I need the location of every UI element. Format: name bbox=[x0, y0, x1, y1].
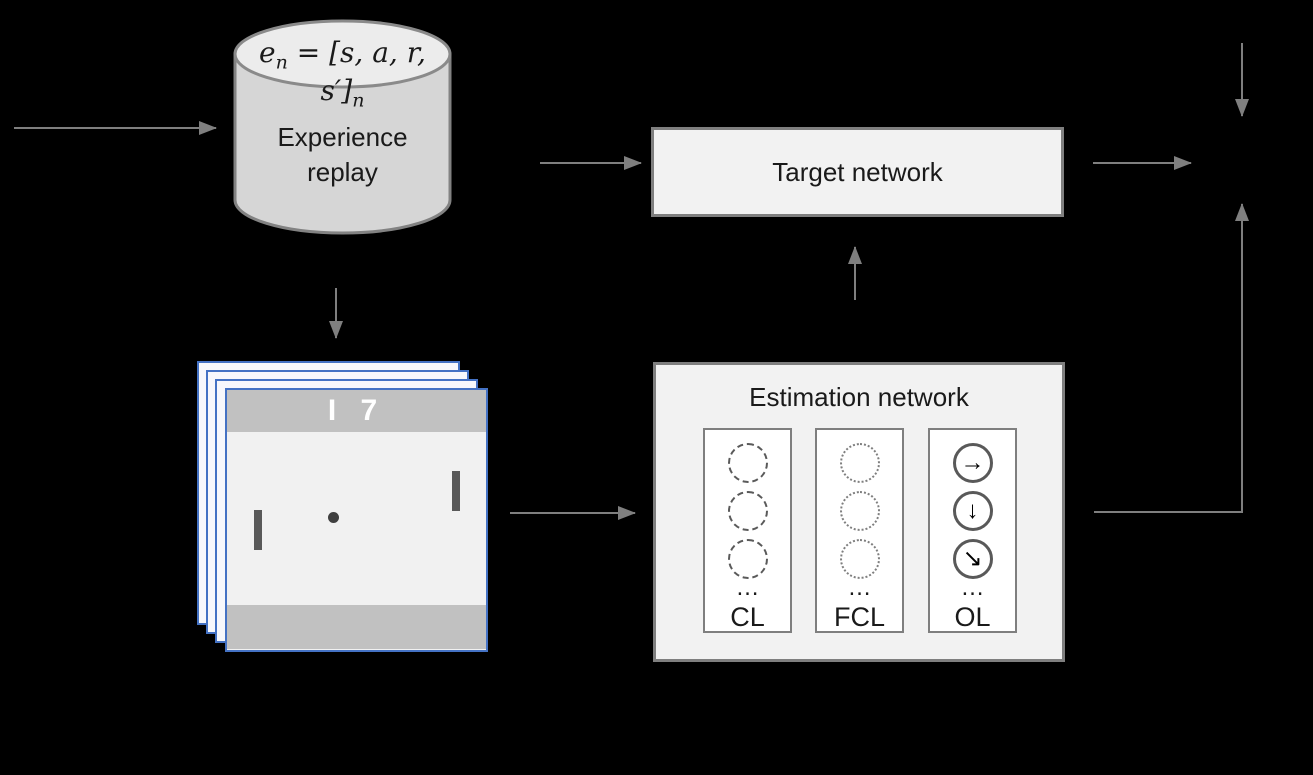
layer-ellipsis: … bbox=[960, 574, 985, 601]
game-frame-front: I 7 bbox=[225, 388, 488, 652]
left-paddle bbox=[254, 510, 262, 550]
right-arrow-icon: → bbox=[952, 443, 993, 483]
layer-label-fcl: FCL bbox=[833, 602, 885, 632]
experience-replay-label-line1: Experience bbox=[277, 122, 408, 152]
target-network-box: Target network bbox=[651, 127, 1064, 217]
bottom-bar bbox=[227, 605, 486, 649]
neuron-circle bbox=[727, 491, 768, 531]
neuron-circle bbox=[727, 443, 768, 483]
down-arrow-icon: ↓ bbox=[952, 491, 993, 531]
estimation-output-elbow-arrow bbox=[1094, 203, 1249, 513]
layer-label-cl: CL bbox=[730, 602, 765, 632]
neuron-circle bbox=[839, 443, 880, 483]
score-bar: I 7 bbox=[227, 390, 486, 432]
estimation-network-box: Estimation network … CL … FCL → ↓ ↘ bbox=[653, 362, 1065, 662]
ball bbox=[328, 512, 339, 523]
experience-replay-label-line2: replay bbox=[307, 157, 378, 187]
right-paddle bbox=[452, 471, 460, 511]
formula-rest-sub: n bbox=[352, 89, 365, 112]
layer-ol: → ↓ ↘ … OL bbox=[928, 428, 1017, 633]
pong-field bbox=[227, 432, 486, 605]
ol-neurons: → ↓ ↘ bbox=[930, 443, 1015, 579]
layer-label-ol: OL bbox=[954, 602, 991, 632]
formula-var: e bbox=[259, 36, 276, 69]
formula-var-sub: n bbox=[275, 51, 288, 74]
neuron-circle bbox=[839, 539, 880, 579]
fcl-neurons bbox=[817, 443, 902, 579]
score-text: I 7 bbox=[327, 394, 386, 427]
layer-ellipsis: … bbox=[735, 574, 760, 601]
down-right-arrow-icon: ↘ bbox=[952, 539, 993, 579]
layer-ellipsis: … bbox=[847, 574, 872, 601]
experience-tuple-formula: en = [s, a, r, s′]n bbox=[235, 36, 450, 111]
formula-rest: = [s, a, r, s′] bbox=[287, 36, 426, 107]
layer-fcl: … FCL bbox=[815, 428, 904, 633]
target-network-label: Target network bbox=[772, 156, 943, 187]
estimation-network-title: Estimation network bbox=[749, 382, 969, 412]
neuron-circle bbox=[727, 539, 768, 579]
cl-neurons bbox=[705, 443, 790, 579]
experience-replay-cylinder bbox=[233, 19, 452, 235]
experience-replay-label: Experience replay bbox=[235, 120, 450, 190]
neuron-circle bbox=[839, 491, 880, 531]
layer-cl: … CL bbox=[703, 428, 792, 633]
